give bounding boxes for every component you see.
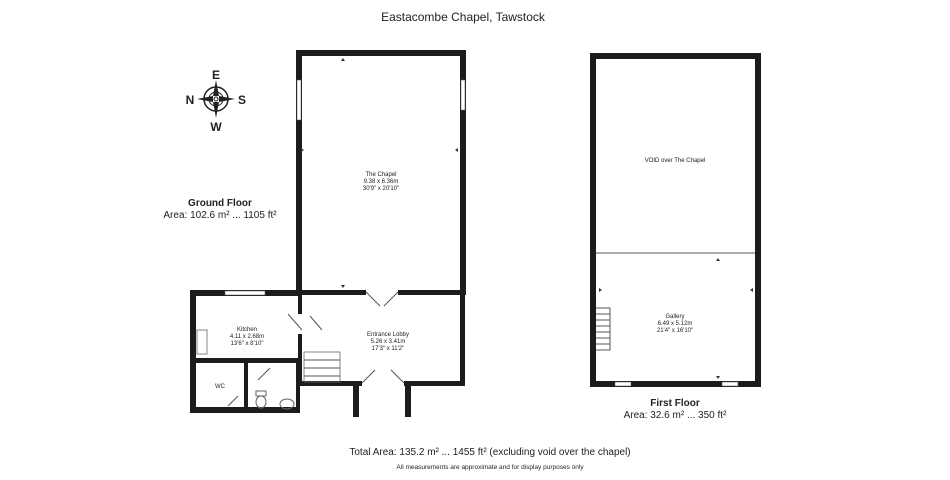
room-chapel-imperial: 30'9" x 20'10"	[363, 186, 399, 192]
ground-floor-area: Area: 102.6 m² ... 1105 ft²	[163, 210, 277, 221]
room-gallery-metric: 6.49 x 5.12m	[658, 321, 693, 327]
compass-south-label: S	[238, 93, 246, 107]
room-kitchen-metric: 4.11 x 2.68m	[230, 334, 264, 340]
room-gallery-imperial: 21'4" x 16'10"	[657, 328, 693, 334]
first-floor-plan: VOID over The Chapel Gallery 6.49 x 5.12…	[590, 53, 761, 387]
room-wc-name: WC	[215, 384, 226, 390]
room-kitchen-name: Kitchen	[237, 327, 257, 333]
room-lobby-metric: 5.26 x 3.41m	[371, 339, 406, 345]
compass-east-label: E	[212, 68, 220, 82]
room-chapel-name: The Chapel	[365, 172, 396, 178]
compass-west-label: W	[210, 120, 222, 134]
first-floor-area: Area: 32.6 m² ... 350 ft²	[624, 410, 727, 421]
room-lobby-imperial: 17'3" x 11'2"	[372, 346, 404, 352]
room-kitchen-imperial: 13'6" x 8'10"	[231, 341, 264, 347]
room-chapel-metric: 9.38 x 6.36m	[364, 179, 399, 185]
disclaimer: All measurements are approximate and for…	[396, 464, 584, 471]
compass-rose: N E S W	[186, 68, 246, 134]
room-lobby-name: Entrance Lobby	[367, 332, 409, 338]
first-floor-label: First Floor	[650, 398, 700, 409]
room-void-name: VOID over The Chapel	[645, 158, 706, 164]
room-gallery-name: Gallery	[665, 314, 684, 320]
ground-floor-plan: The Chapel 9.38 x 6.36m 30'9" x 20'10" K…	[190, 50, 466, 417]
compass-north-label: N	[186, 93, 195, 107]
ground-floor-label: Ground Floor	[188, 198, 252, 209]
total-area: Total Area: 135.2 m² ... 1455 ft² (exclu…	[349, 447, 630, 458]
plan-title: Eastacombe Chapel, Tawstock	[381, 10, 546, 24]
